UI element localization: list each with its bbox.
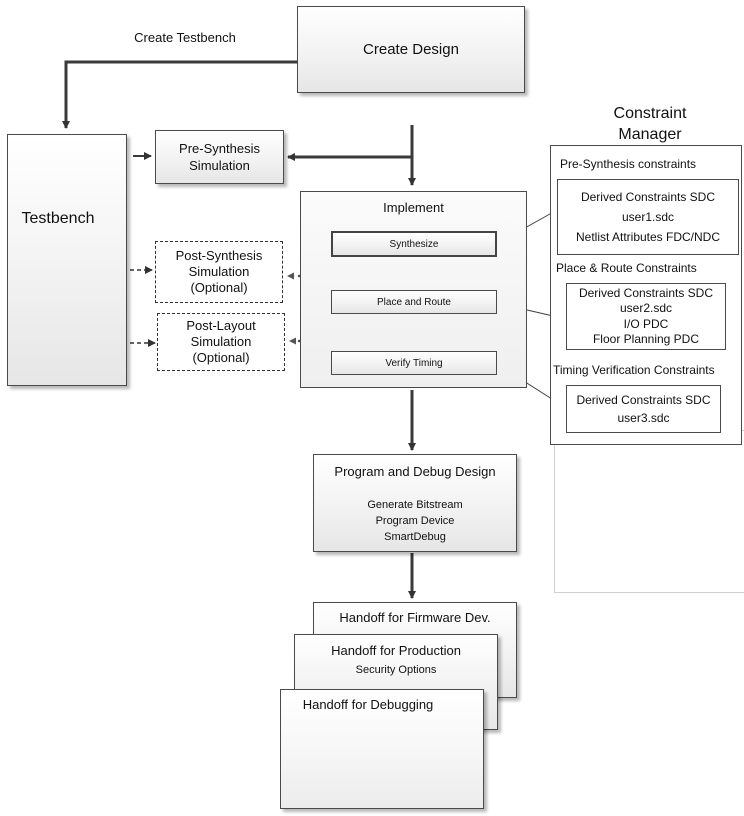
place-route-constraint-3: I/O PDC [623, 316, 669, 331]
timing-constraint-1: Derived Constraints SDC [576, 393, 711, 407]
post-layout-line-3: (Optional) [192, 350, 250, 365]
arrow-create-design-to-testbench [62, 60, 297, 129]
post-layout-simulation-box[interactable]: Post-Layout Simulation (Optional) [157, 313, 285, 371]
timing-constraints-box[interactable]: Derived Constraints SDC user3.sdc [566, 385, 721, 433]
constraint-manager-title: Constraint Manager [600, 103, 700, 145]
constraint-manager-title-line-1: Constraint [613, 105, 687, 122]
post-layout-line-1: Post-Layout [186, 318, 256, 333]
post-synthesis-line-3: (Optional) [190, 280, 248, 295]
implement-title: Implement [383, 200, 444, 215]
post-synthesis-line-1: Post-Synthesis [175, 248, 263, 263]
testbench-label: Testbench [21, 210, 95, 227]
testbench-box[interactable]: Testbench [7, 134, 127, 386]
pre-synthesis-constraints-label: Pre-Synthesis constraints [560, 157, 697, 171]
place-route-constraint-2: user2.sdc [619, 301, 673, 315]
handoff-debugging-label: Handoff for Debugging [302, 697, 434, 712]
verify-timing-label: Verify Timing [385, 357, 443, 369]
program-debug-box[interactable]: Program and Debug Design Generate Bitstr… [313, 454, 517, 552]
synthesize-step[interactable]: Synthesize [331, 231, 497, 257]
place-and-route-step[interactable]: Place and Route [331, 290, 497, 314]
program-debug-title: Program and Debug Design [334, 464, 496, 479]
synthesize-label: Synthesize [389, 238, 439, 250]
place-route-constraint-1: Derived Constraints SDC [578, 285, 714, 300]
pre-synthesis-line-1: Pre-Synthesis [179, 141, 260, 156]
post-layout-line-2: Simulation [190, 334, 252, 349]
smartdebug-item: SmartDebug [384, 531, 446, 543]
create-design-label: Create Design [363, 41, 459, 58]
post-synthesis-line-2: Simulation [188, 264, 250, 279]
handoff-firmware-label: Handoff for Firmware Dev. [339, 610, 491, 625]
pre-synthesis-constraint-2: user1.sdc [621, 210, 675, 224]
place-route-constraint-4: Floor Planning PDC [592, 332, 700, 346]
place-route-constraints-box[interactable]: Derived Constraints SDC user2.sdc I/O PD… [566, 283, 726, 350]
place-and-route-label: Place and Route [377, 296, 451, 308]
security-options-label: Security Options [355, 664, 437, 676]
constraint-manager-shadow-panel [554, 430, 744, 593]
create-testbench-label: Create Testbench [134, 30, 236, 45]
timing-constraint-2: user3.sdc [617, 411, 670, 425]
place-route-constraints-label: Place & Route Constraints [556, 261, 697, 275]
pre-synthesis-line-2: Simulation [189, 158, 250, 173]
create-design-box[interactable]: Create Design [297, 6, 525, 93]
post-synthesis-simulation-box[interactable]: Post-Synthesis Simulation (Optional) [155, 241, 283, 303]
generate-bitstream-item: Generate Bitstream [367, 499, 463, 511]
handoff-production-label: Handoff for Production [331, 643, 461, 658]
pre-synthesis-constraint-3: Netlist Attributes FDC/NDC [575, 230, 721, 244]
pre-synthesis-constraints-box[interactable]: Derived Constraints SDC user1.sdc Netlis… [557, 179, 739, 255]
pre-synthesis-simulation-box[interactable]: Pre-Synthesis Simulation [155, 130, 284, 184]
pre-synthesis-constraint-1: Derived Constraints SDC [580, 190, 716, 204]
verify-timing-step[interactable]: Verify Timing [331, 351, 497, 375]
timing-constraints-label: Timing Verification Constraints [553, 363, 715, 377]
constraint-manager-title-line-2: Manager [618, 126, 682, 143]
handoff-debugging-card[interactable]: Handoff for Debugging [280, 689, 484, 809]
program-device-item: Program Device [375, 515, 455, 527]
